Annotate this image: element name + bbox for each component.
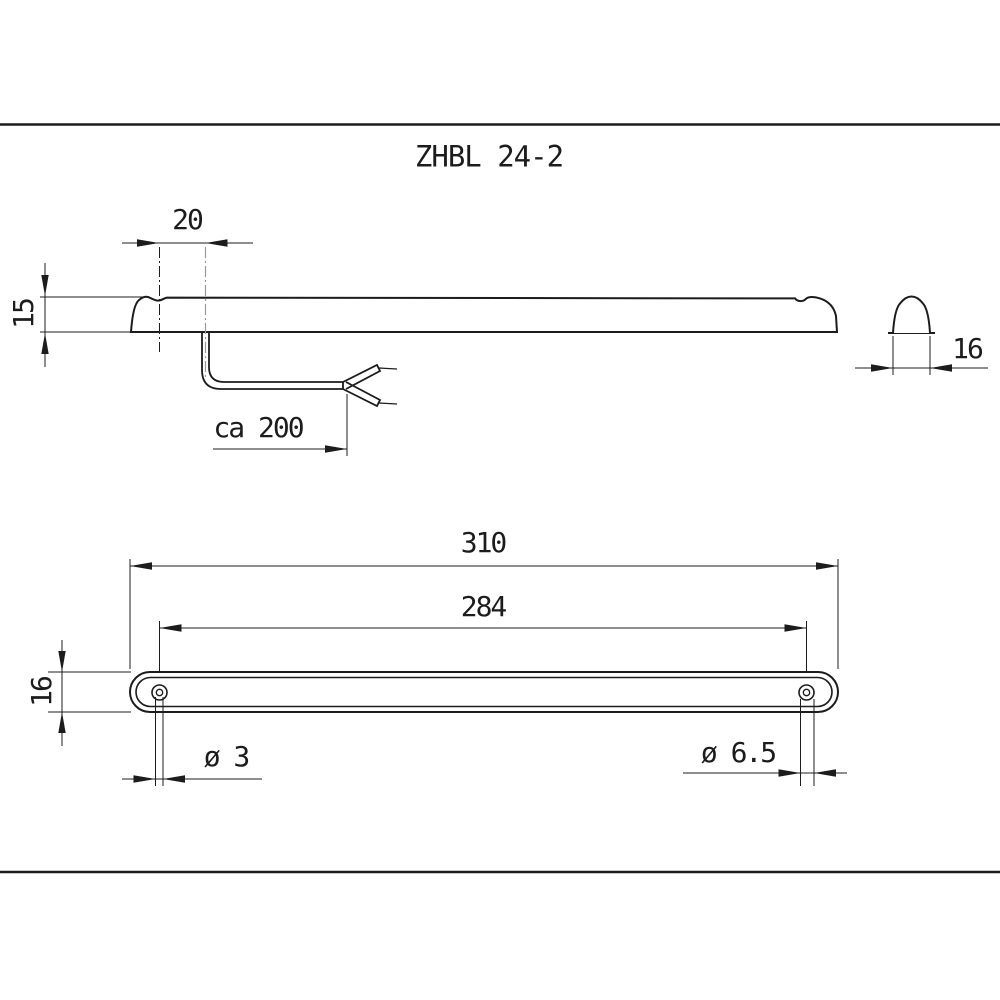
dim-20-arrow-right (205, 239, 228, 247)
dim-15-arrow-bottom (41, 333, 49, 354)
dim-dia65 (683, 699, 847, 786)
hole-right-inner (802, 688, 811, 697)
hole-left-outer (151, 684, 168, 701)
dim-label-dia3: ø 3 (203, 740, 251, 773)
wire-tip-lower (378, 402, 398, 405)
dim-label-15: 15 (7, 299, 40, 329)
hole-right-outer (798, 684, 815, 701)
end-view-dome (892, 295, 931, 334)
hole-left-inner (155, 688, 164, 697)
dim-label-ca200: ca 200 (213, 411, 304, 444)
frame-lines (0, 123, 1000, 874)
dim-15 (40, 263, 148, 367)
dim-284-arrow-left (159, 624, 182, 632)
dim-label-16-end: 16 (952, 332, 984, 365)
side-profile-outline (129, 295, 839, 333)
dim-20-arrow-left (137, 239, 159, 247)
cable-jacket-outer (201, 333, 343, 390)
dim-label-284: 284 (460, 590, 508, 623)
dim-310 (129, 559, 839, 669)
cable (201, 333, 398, 408)
drawing-title: ZHBL 24-2 (414, 139, 564, 174)
dim-dia65-arrow-right (814, 769, 836, 777)
bottom-view (48, 559, 847, 786)
end-view (855, 295, 988, 375)
dim-15-arrow-top (41, 275, 49, 296)
mounting-hole-left (151, 684, 168, 701)
dim-16-end-arrow-right (930, 364, 952, 372)
dim-ca200 (213, 394, 348, 456)
dim-dia3 (122, 697, 262, 786)
dim-16-bottom-arrow-bottom (58, 712, 66, 733)
dim-310-arrow-left (130, 562, 152, 570)
mounting-hole-right (798, 684, 815, 701)
bottom-body-inner (135, 676, 833, 708)
cable-branch-upper (342, 363, 382, 390)
dim-310-arrow-right (816, 562, 838, 570)
dim-dia3-arrow-right (163, 775, 185, 783)
dim-16-bottom (48, 640, 131, 746)
cable-jacket-inner (208, 333, 343, 383)
dim-20 (122, 239, 253, 247)
wire-tip-upper (378, 367, 398, 370)
dim-label-20: 20 (172, 203, 204, 236)
dim-label-16-bottom: 16 (25, 677, 58, 707)
cable-branch-lower (342, 381, 382, 408)
dim-ca200-arrow (325, 445, 347, 453)
side-view (40, 239, 839, 456)
dim-label-310: 310 (460, 526, 508, 559)
dim-16-bottom-arrow-top (58, 651, 66, 672)
dim-16-end-arrow-left (871, 364, 893, 372)
dim-284-arrow-right (784, 624, 807, 632)
dim-label-dia65: ø 6.5 (700, 736, 777, 769)
dim-dia65-arrow-left (778, 769, 801, 777)
dim-dia3-arrow-left (133, 775, 156, 783)
dim-16-end (855, 336, 988, 375)
bottom-body-outer (129, 671, 839, 713)
